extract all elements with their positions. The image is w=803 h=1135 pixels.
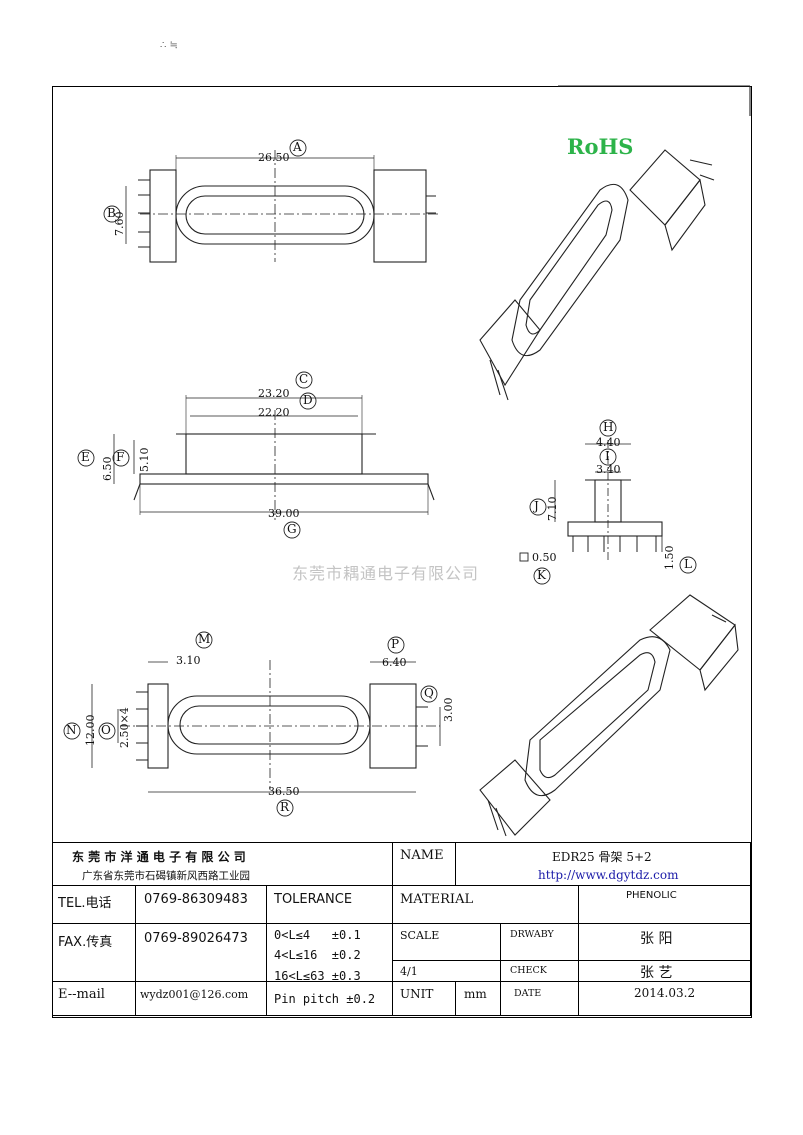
- dim-l: 1.50: [663, 545, 676, 571]
- drawby-label: DRWABY: [510, 929, 554, 940]
- title-block: 东 莞 市 洋 通 电 子 有 限 公 司 广东省东莞市石碣镇新风西路工业园 N…: [52, 842, 751, 1016]
- dim-f: 5.10: [138, 447, 151, 473]
- dim-k: 0.50: [532, 551, 557, 564]
- tolerance-row-1: 0<L≤4 ±0.1: [274, 928, 361, 942]
- material-value: PHENOLIC: [626, 890, 677, 901]
- callout-r: R: [280, 800, 290, 814]
- callout-d: D: [303, 393, 313, 407]
- unit-label: UNIT: [400, 987, 434, 1001]
- date-value: 2014.03.2: [634, 986, 696, 1000]
- dim-h: 4.40: [596, 436, 621, 449]
- callout-e: E: [81, 450, 90, 464]
- check-label: CHECK: [510, 965, 547, 976]
- bottom-view: [91, 660, 441, 793]
- dim-p: 6.40: [382, 656, 407, 669]
- scale-label: SCALE: [400, 929, 440, 942]
- email-value[interactable]: wydz001@126.com: [140, 988, 249, 1001]
- callout-q: Q: [424, 686, 434, 700]
- callout-l: L: [684, 557, 692, 571]
- dim-d: 22.20: [258, 406, 290, 419]
- end-view: [554, 440, 663, 560]
- dim-e: 6.50: [101, 456, 114, 482]
- callout-p: P: [391, 637, 400, 651]
- material-label: MATERIAL: [400, 892, 474, 907]
- dim-j: 7.10: [546, 496, 559, 522]
- callout-i: I: [605, 449, 610, 463]
- email-label: E--mail: [58, 987, 105, 1002]
- watermark: 东莞市耦通电子有限公司: [292, 564, 480, 583]
- tolerance-label: TOLERANCE: [274, 892, 353, 907]
- callout-k: K: [537, 568, 546, 582]
- callout-j: J: [534, 499, 539, 513]
- tolerance-row-3: 16<L≤63 ±0.3: [274, 969, 361, 983]
- fax-label: FAX.传真: [58, 935, 113, 950]
- tolerance-row-2: 4<L≤16 ±0.2: [274, 948, 361, 962]
- check-value: 张 艺: [640, 965, 673, 981]
- fax-value: 0769-89026473: [144, 931, 248, 946]
- corner-bracket: [558, 85, 751, 116]
- rohs-mark: RoHS: [567, 134, 634, 159]
- isometric-view-top: [479, 149, 715, 401]
- dim-r: 36.50: [268, 785, 300, 798]
- top-view: [125, 150, 440, 263]
- tolerance-row-4: Pin pitch ±0.2: [274, 992, 376, 1006]
- callout-c: C: [299, 372, 309, 386]
- dim-o: 2.50×4: [118, 707, 131, 748]
- drawby-value: 张 阳: [640, 931, 673, 947]
- website-link[interactable]: http://www.dgytdz.com: [538, 868, 679, 882]
- dim-q: 3.00: [442, 697, 455, 723]
- dim-a: 26.50: [258, 151, 290, 164]
- dim-b: 7.60: [113, 211, 126, 237]
- drawing-frame: [52, 86, 752, 1018]
- callout-f: F: [116, 450, 125, 464]
- callout-n: N: [66, 723, 77, 737]
- dim-c: 23.20: [258, 387, 290, 400]
- callout-m: M: [198, 632, 211, 646]
- name-label: NAME: [400, 848, 444, 863]
- corner-mark: ∴ ≒: [160, 40, 178, 51]
- tel-label: TEL.电话: [58, 896, 112, 911]
- unit-value: mm: [464, 987, 487, 1001]
- date-label: DATE: [514, 988, 542, 999]
- square-symbol: [519, 552, 529, 562]
- dim-m: 3.10: [176, 654, 201, 667]
- callout-o: O: [101, 723, 111, 737]
- dim-i: 3.40: [596, 463, 621, 476]
- callout-a: A: [293, 140, 302, 154]
- tel-value: 0769-86309483: [144, 892, 248, 907]
- callout-h: H: [603, 420, 614, 434]
- dim-g: 39.00: [268, 507, 300, 520]
- isometric-view-bottom: [479, 594, 739, 837]
- side-view: [113, 395, 435, 520]
- company-name: 东 莞 市 洋 通 电 子 有 限 公 司: [72, 850, 246, 864]
- callout-g: G: [287, 522, 297, 536]
- callout-b: B: [107, 206, 116, 220]
- part-name: EDR25 骨架 5+2: [552, 850, 652, 864]
- scale-value: 4/1: [400, 965, 418, 978]
- company-address: 广东省东莞市石碣镇新风西路工业园: [82, 870, 250, 882]
- dimension-callouts: [63, 139, 697, 817]
- dim-n: 12.00: [84, 714, 97, 747]
